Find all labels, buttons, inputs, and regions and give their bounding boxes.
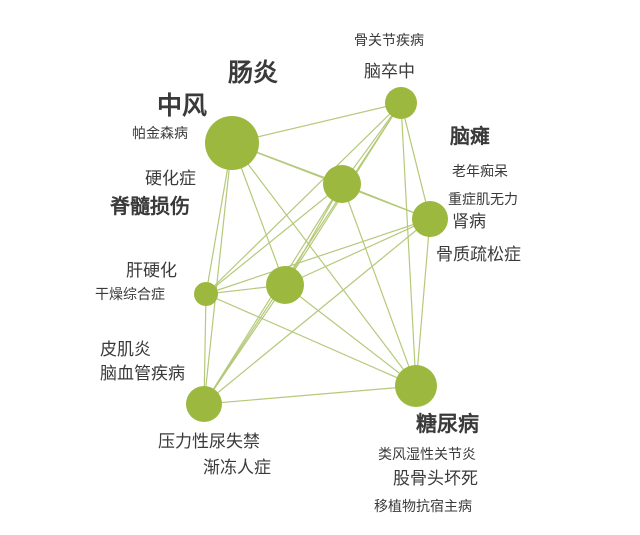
label-ganzao: 干燥综合症 [95, 287, 165, 303]
edge-b-h [400, 102, 417, 387]
label-naocuzhong: 脑卒中 [364, 62, 415, 82]
edge-b-f [205, 102, 402, 295]
label-guguanjie: 骨关节疾病 [354, 33, 424, 49]
label-yali: 压力性尿失禁 [158, 432, 260, 452]
edge-d-g [203, 218, 431, 405]
node-b [385, 87, 417, 119]
edge-a-g [203, 142, 233, 405]
label-laonian: 老年痴呆 [452, 164, 508, 180]
label-yizhi: 移植物抗宿主病 [374, 499, 472, 515]
edge-d-h [415, 218, 431, 387]
node-g [186, 386, 222, 422]
edge-e-h [284, 284, 417, 387]
label-jisui: 脊髓损伤 [110, 194, 190, 218]
node-c [323, 165, 361, 203]
label-naoxueguan: 脑血管疾病 [100, 364, 185, 384]
label-shenbing: 肾病 [452, 212, 486, 232]
label-naotan: 脑瘫 [450, 124, 490, 148]
label-leifeng: 类风湿性关节炎 [378, 447, 476, 463]
edge-f-g [203, 293, 207, 405]
node-a [205, 116, 259, 170]
node-e [266, 266, 304, 304]
edge-e-g [203, 284, 286, 405]
label-guzhi: 骨质疏松症 [436, 245, 521, 265]
label-jiandong: 渐冻人症 [203, 458, 271, 478]
label-yinghuazheng: 硬化症 [145, 169, 196, 189]
edge-d-e [284, 218, 431, 286]
label-gugutou: 股骨头坏死 [393, 469, 478, 489]
edge-d-f [205, 218, 431, 295]
label-piji: 皮肌炎 [100, 340, 151, 360]
edge-c-f [205, 183, 343, 295]
label-zhongfeng: 中风 [157, 91, 208, 120]
label-ganyinghua: 肝硬化 [126, 261, 177, 281]
node-h [395, 365, 437, 407]
edge-c-h [341, 183, 417, 387]
edge-a-h [231, 142, 417, 387]
label-changyan: 肠炎 [228, 58, 279, 87]
edge-g-h [203, 385, 417, 405]
label-tangniao: 糖尿病 [416, 412, 479, 436]
edge-c-e [284, 183, 343, 286]
node-f [194, 282, 218, 306]
label-zhongzheng: 重症肌无力 [448, 192, 518, 208]
node-group [186, 87, 448, 422]
label-pajinsen: 帕金森病 [132, 126, 188, 142]
edge-b-d [400, 102, 431, 220]
node-d [412, 201, 448, 237]
edge-a-b [231, 102, 402, 144]
edge-f-h [205, 293, 417, 387]
